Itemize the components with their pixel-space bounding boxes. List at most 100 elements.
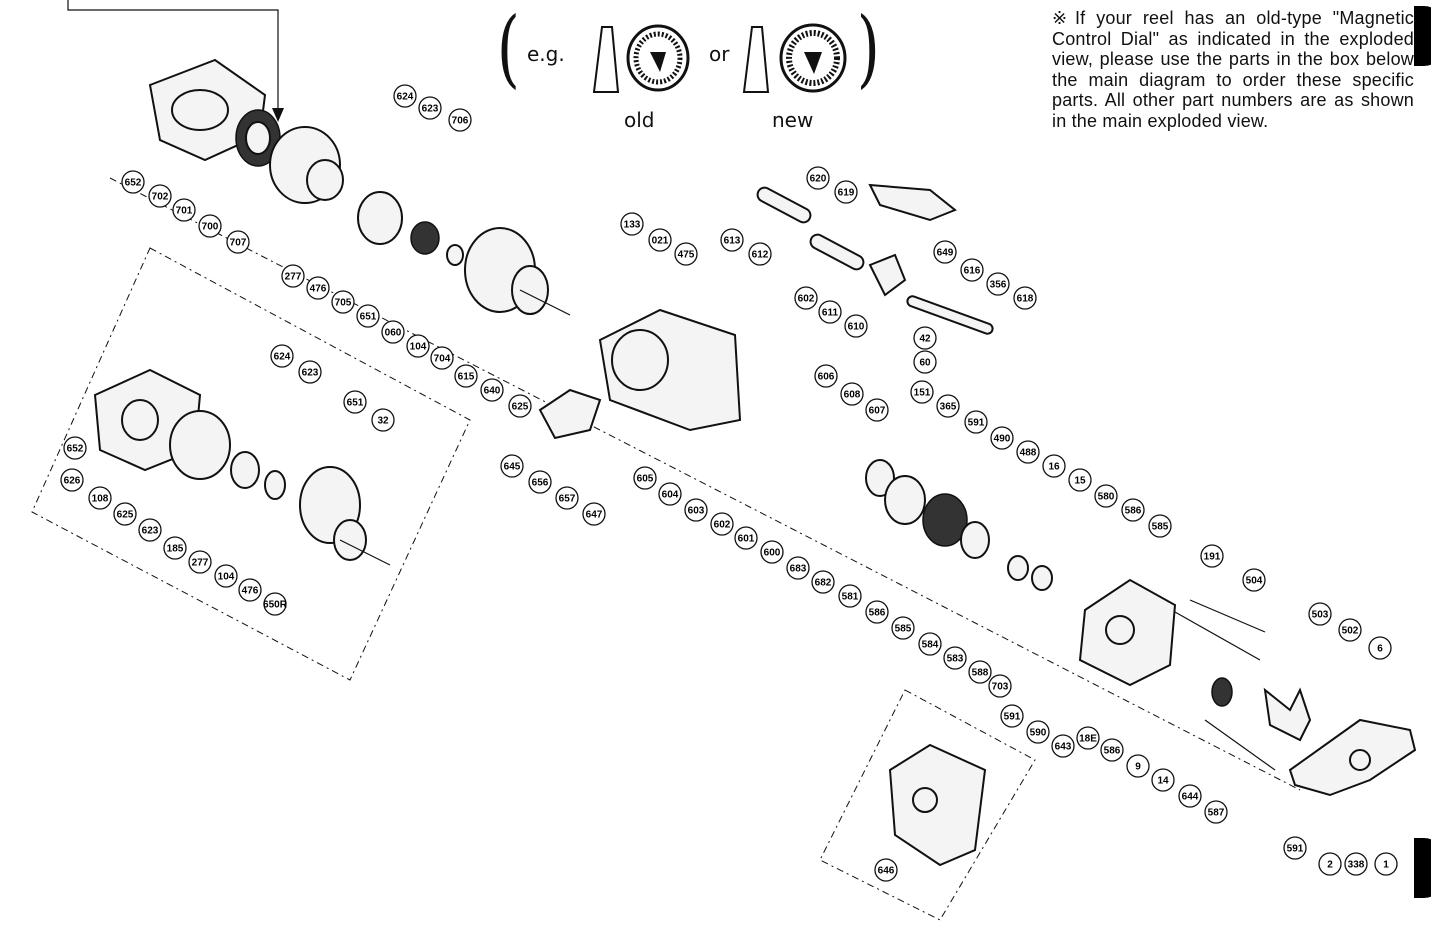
callout-circle bbox=[381, 320, 405, 344]
part-callout-619: 619 bbox=[834, 180, 858, 204]
callout-number: 475 bbox=[678, 250, 695, 261]
callout-circle bbox=[891, 616, 915, 640]
callout-number: 646 bbox=[878, 866, 895, 877]
callout-number: 490 bbox=[994, 434, 1011, 445]
part-callout-9: 9 bbox=[1126, 754, 1150, 778]
callout-number: 623 bbox=[302, 368, 319, 379]
part-callout-700: 700 bbox=[198, 214, 222, 238]
part-callout-588: 588 bbox=[968, 660, 992, 684]
callout-circle bbox=[986, 272, 1010, 296]
callout-circle bbox=[633, 466, 657, 490]
callout-circle bbox=[188, 550, 212, 574]
callout-circle bbox=[874, 858, 898, 882]
part-callout-603: 603 bbox=[684, 498, 708, 522]
callout-circle bbox=[298, 360, 322, 384]
callout-number: 2 bbox=[1327, 860, 1333, 871]
part-callout-651: 651 bbox=[343, 390, 367, 414]
level-wind-rods bbox=[756, 183, 994, 335]
part-callout-6: 6 bbox=[1368, 636, 1392, 660]
thumb-bar bbox=[538, 388, 602, 440]
callout-circle bbox=[1013, 286, 1037, 310]
part-callout-502: 502 bbox=[1338, 618, 1362, 642]
callout-circle bbox=[720, 228, 744, 252]
callout-number: 590 bbox=[1030, 728, 1047, 739]
part-callout-586: 586 bbox=[1100, 738, 1124, 762]
callout-number: 610 bbox=[848, 322, 865, 333]
part-callout-624: 624 bbox=[270, 344, 294, 368]
callout-circle bbox=[555, 486, 579, 510]
side-cover-plate bbox=[269, 126, 344, 204]
callout-number: 600 bbox=[764, 548, 781, 559]
callout-circle bbox=[113, 502, 137, 526]
main-assembly-axis bbox=[109, 177, 1301, 791]
callout-number: 652 bbox=[67, 444, 84, 455]
callout-circle bbox=[214, 564, 238, 588]
part-callout-42: 42 bbox=[913, 326, 937, 350]
callout-number: 586 bbox=[1125, 506, 1142, 517]
part-callout-591: 591 bbox=[964, 410, 988, 434]
callout-number: 683 bbox=[790, 564, 807, 575]
callout-circle bbox=[968, 660, 992, 684]
callout-number: 151 bbox=[914, 388, 931, 399]
part-callout-625: 625 bbox=[113, 502, 137, 526]
callout-circle bbox=[1000, 704, 1024, 728]
part-callout-702: 702 bbox=[148, 184, 172, 208]
part-callout-601: 601 bbox=[734, 526, 758, 550]
part-callout-647: 647 bbox=[582, 502, 606, 526]
callout-circle bbox=[658, 482, 682, 506]
part-callout-591: 591 bbox=[1000, 704, 1024, 728]
callout-circle bbox=[1094, 484, 1118, 508]
part-callout-585: 585 bbox=[1148, 514, 1172, 538]
callout-circle bbox=[356, 304, 380, 328]
callout-number: 60 bbox=[919, 358, 931, 369]
part-callout-620: 620 bbox=[806, 166, 830, 190]
part-callout-590: 590 bbox=[1026, 720, 1050, 744]
callout-number: 703 bbox=[992, 682, 1009, 693]
callout-circle bbox=[865, 600, 889, 624]
part-callout-604: 604 bbox=[658, 482, 682, 506]
callout-number: 108 bbox=[92, 494, 109, 505]
part-callout-606: 606 bbox=[814, 364, 838, 388]
part-callout-657: 657 bbox=[555, 486, 579, 510]
callout-circle bbox=[1042, 454, 1066, 478]
part-callout-584: 584 bbox=[918, 632, 942, 656]
example-close-paren: ) bbox=[856, 0, 880, 97]
callout-circle bbox=[1068, 468, 1092, 492]
part-callout-14: 14 bbox=[1151, 768, 1175, 792]
callout-number: 185 bbox=[167, 544, 184, 555]
part-callout-583: 583 bbox=[943, 646, 967, 670]
part-callout-704: 704 bbox=[430, 346, 454, 370]
callout-circle bbox=[331, 290, 355, 314]
callout-circle bbox=[834, 180, 858, 204]
part-callout-615: 615 bbox=[454, 364, 478, 388]
callout-circle bbox=[448, 108, 472, 132]
part-callout-623: 623 bbox=[138, 518, 162, 542]
part-callout-616: 616 bbox=[960, 258, 984, 282]
callout-number: 624 bbox=[397, 92, 414, 103]
part-callout-476: 476 bbox=[238, 578, 262, 602]
part-callout-682: 682 bbox=[811, 570, 835, 594]
callout-circle bbox=[1121, 498, 1145, 522]
callout-circle bbox=[1338, 618, 1362, 642]
callout-circle bbox=[454, 364, 478, 388]
callout-number: 649 bbox=[937, 248, 954, 259]
callout-number: 476 bbox=[242, 586, 259, 597]
callout-circle bbox=[371, 408, 395, 432]
callout-number: 616 bbox=[964, 266, 981, 277]
callout-circle bbox=[918, 632, 942, 656]
callout-circle bbox=[913, 326, 937, 350]
callout-number: 191 bbox=[1204, 552, 1221, 563]
part-callout-356: 356 bbox=[986, 272, 1010, 296]
part-callout-618: 618 bbox=[1013, 286, 1037, 310]
part-callout-580: 580 bbox=[1094, 484, 1118, 508]
callout-number: 607 bbox=[869, 406, 886, 417]
callout-circle bbox=[760, 540, 784, 564]
part-number-callouts: 6246237066527027017007072774767056510601… bbox=[60, 84, 1398, 882]
callout-number: 365 bbox=[940, 402, 957, 413]
part-callout-490: 490 bbox=[990, 426, 1014, 450]
callout-circle bbox=[270, 344, 294, 368]
part-callout-16: 16 bbox=[1042, 454, 1066, 478]
part-callout-646: 646 bbox=[874, 858, 898, 882]
callout-number: 624 bbox=[274, 352, 291, 363]
part-callout-365: 365 bbox=[936, 394, 960, 418]
